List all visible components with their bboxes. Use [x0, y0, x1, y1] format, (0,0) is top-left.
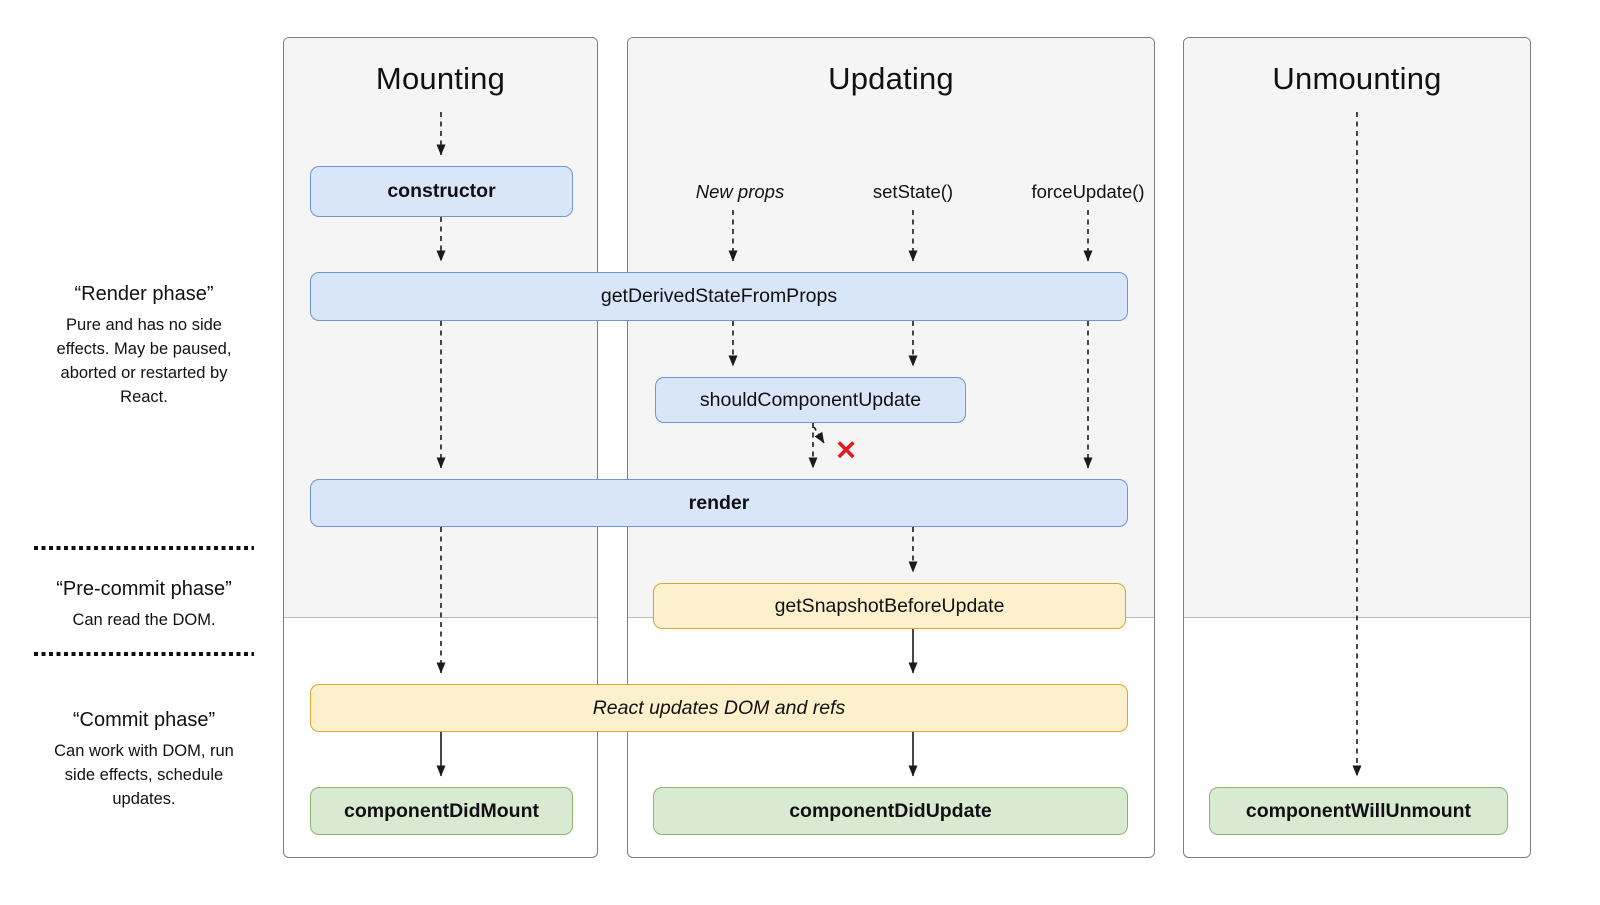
phase-description: Can read the DOM.	[72, 611, 216, 629]
render-phase-shade	[1184, 38, 1530, 618]
node-get-derived-state-from-props[interactable]: getDerivedStateFromProps	[310, 272, 1128, 321]
trigger-new-props: New props	[695, 181, 785, 202]
phase-label-commit: “Commit phase” Can work with DOM, run si…	[29, 709, 259, 811]
render-phase-shade	[628, 38, 1154, 618]
update-cancelled-icon: ✕	[834, 435, 858, 466]
render-phase-shade	[284, 38, 597, 618]
phase-title: “Pre-commit phase”	[56, 578, 232, 600]
column-mounting: Mounting	[283, 37, 598, 858]
node-should-component-update[interactable]: shouldComponentUpdate	[655, 377, 966, 423]
node-component-did-update[interactable]: componentDidUpdate	[653, 787, 1128, 835]
column-title-mounting: Mounting	[375, 61, 506, 96]
column-unmounting: Unmounting	[1183, 37, 1531, 858]
node-render[interactable]: render	[310, 479, 1128, 527]
node-get-snapshot-before-update[interactable]: getSnapshotBeforeUpdate	[653, 583, 1126, 629]
phase-divider	[34, 652, 254, 656]
trigger-force-update: forceUpdate()	[1031, 181, 1145, 202]
trigger-set-state: setState()	[872, 181, 954, 202]
phase-description: Can work with DOM, run side effects, sch…	[54, 742, 234, 809]
node-component-will-unmount[interactable]: componentWillUnmount	[1209, 787, 1508, 835]
node-react-updates-dom: React updates DOM and refs	[310, 684, 1128, 732]
node-constructor[interactable]: constructor	[310, 166, 573, 217]
phase-label-render: “Render phase” Pure and has no side effe…	[29, 283, 259, 409]
phase-description: Pure and has no side effects. May be pau…	[56, 316, 232, 407]
column-title-unmounting: Unmounting	[1272, 61, 1442, 96]
column-title-updating: Updating	[828, 61, 954, 96]
column-updating: Updating	[627, 37, 1155, 858]
phase-label-pre-commit: “Pre-commit phase” Can read the DOM.	[29, 578, 259, 632]
phase-title: “Render phase”	[74, 283, 214, 305]
node-component-did-mount[interactable]: componentDidMount	[310, 787, 573, 835]
phase-title: “Commit phase”	[72, 709, 216, 731]
phase-divider	[34, 546, 254, 550]
